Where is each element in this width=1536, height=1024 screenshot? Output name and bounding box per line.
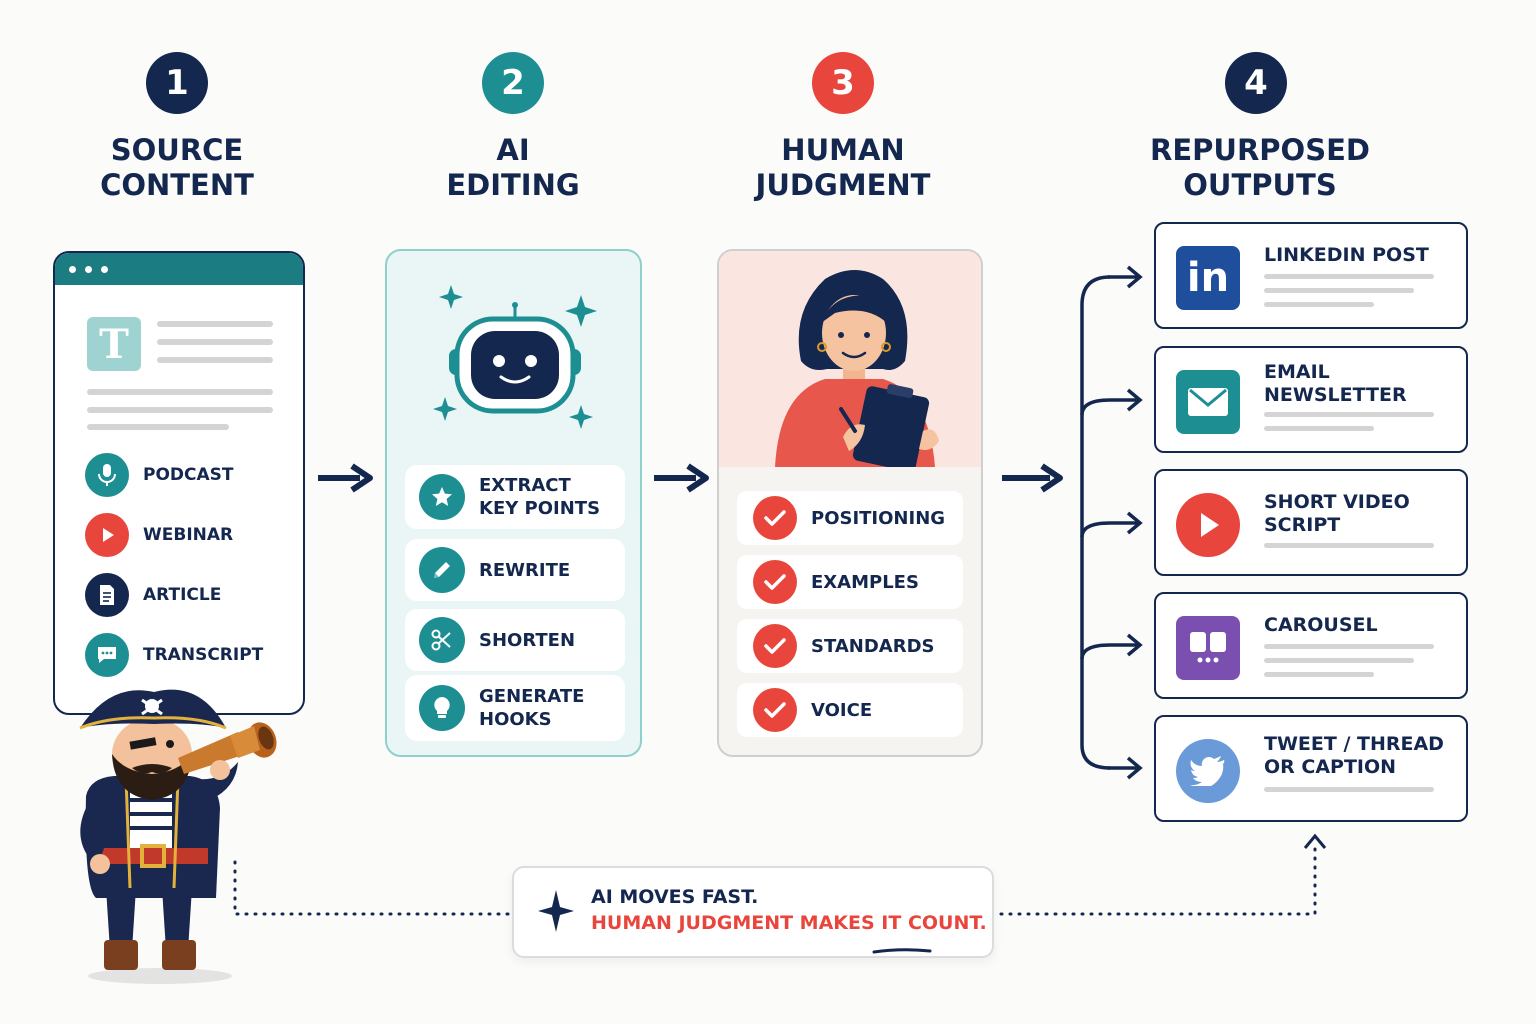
window-dot-icon (101, 266, 108, 273)
branch-connector (1080, 265, 1143, 780)
ai-item-rewrite: REWRITE (405, 539, 625, 601)
document-icon (85, 573, 129, 617)
arrow-right-icon (318, 463, 373, 493)
window-title-bar (55, 253, 303, 285)
step-3-badge: 3 (812, 52, 874, 114)
pencil-icon (419, 547, 465, 593)
checkmark-icon (753, 496, 797, 540)
scissors-icon (419, 617, 465, 663)
step-3-title: HUMAN JUDGMENT (755, 133, 931, 202)
lightbulb-icon (419, 685, 465, 731)
human-item-standards: STANDARDS (737, 619, 963, 673)
source-item-podcast: PODCAST (85, 453, 234, 497)
ai-item-extract-key-points: EXTRACT KEY POINTS (405, 465, 625, 529)
step-4-title: REPURPOSED OUTPUTS (1150, 133, 1370, 202)
human-item-positioning: POSITIONING (737, 491, 963, 545)
sparkle-icon (538, 890, 574, 932)
checkmark-icon (753, 560, 797, 604)
chat-icon (85, 633, 129, 677)
human-item-voice: VOICE (737, 683, 963, 737)
microphone-icon (85, 453, 129, 497)
window-dot-icon (69, 266, 76, 273)
email-icon (1176, 370, 1240, 434)
source-item-webinar: WEBINAR (85, 513, 233, 557)
step-1-title: SOURCE CONTENT (100, 133, 254, 202)
output-card-carousel: CAROUSEL (1154, 592, 1468, 699)
output-card-linkedin: in LINKEDIN POST (1154, 222, 1468, 329)
source-item-article: ARTICLE (85, 573, 221, 617)
bird-icon (1176, 739, 1240, 803)
human-item-examples: EXAMPLES (737, 555, 963, 609)
step-2-title: AI EDITING (446, 133, 580, 202)
step-2-badge: 2 (482, 52, 544, 114)
output-card-email-newsletter: EMAIL NEWSLETTER (1154, 346, 1468, 453)
star-icon (419, 474, 465, 520)
window-dot-icon (85, 266, 92, 273)
step-4-badge: 4 (1225, 52, 1287, 114)
ai-item-shorten: SHORTEN (405, 609, 625, 671)
arrow-right-icon (654, 463, 709, 493)
callout-line-1: AI MOVES FAST. (591, 886, 759, 908)
play-icon (1176, 493, 1240, 557)
pirate-mascot-icon (79, 689, 277, 984)
source-content-window: T PODCAST WEBINAR ARTICLE TRANSCRIPT (53, 251, 305, 715)
carousel-icon (1176, 616, 1240, 680)
text-document-icon: T (87, 317, 141, 371)
underline-stroke (872, 948, 932, 954)
play-icon (85, 513, 129, 557)
dotted-feedback-line (233, 833, 1327, 916)
output-card-short-video-script: SHORT VIDEO SCRIPT (1154, 469, 1468, 576)
linkedin-icon: in (1176, 246, 1240, 310)
arrow-right-icon (1002, 463, 1063, 493)
ai-item-generate-hooks: GENERATE HOOKS (405, 675, 625, 741)
human-judgment-panel: POSITIONING EXAMPLES STANDARDS VOICE (717, 249, 983, 757)
robot-icon (433, 285, 597, 429)
source-item-transcript: TRANSCRIPT (85, 633, 263, 677)
woman-with-clipboard-icon (775, 270, 939, 467)
callout-line-2: HUMAN JUDGMENT MAKES IT COUNT. (591, 912, 987, 934)
output-card-tweet-thread: TWEET / THREAD OR CAPTION (1154, 715, 1468, 822)
callout-box: AI MOVES FAST. HUMAN JUDGMENT MAKES IT C… (512, 866, 994, 958)
checkmark-icon (753, 688, 797, 732)
checkmark-icon (753, 624, 797, 668)
step-1-badge: 1 (146, 52, 208, 114)
ai-editing-panel: EXTRACT KEY POINTS REWRITE SHORTEN GENER… (385, 249, 642, 757)
